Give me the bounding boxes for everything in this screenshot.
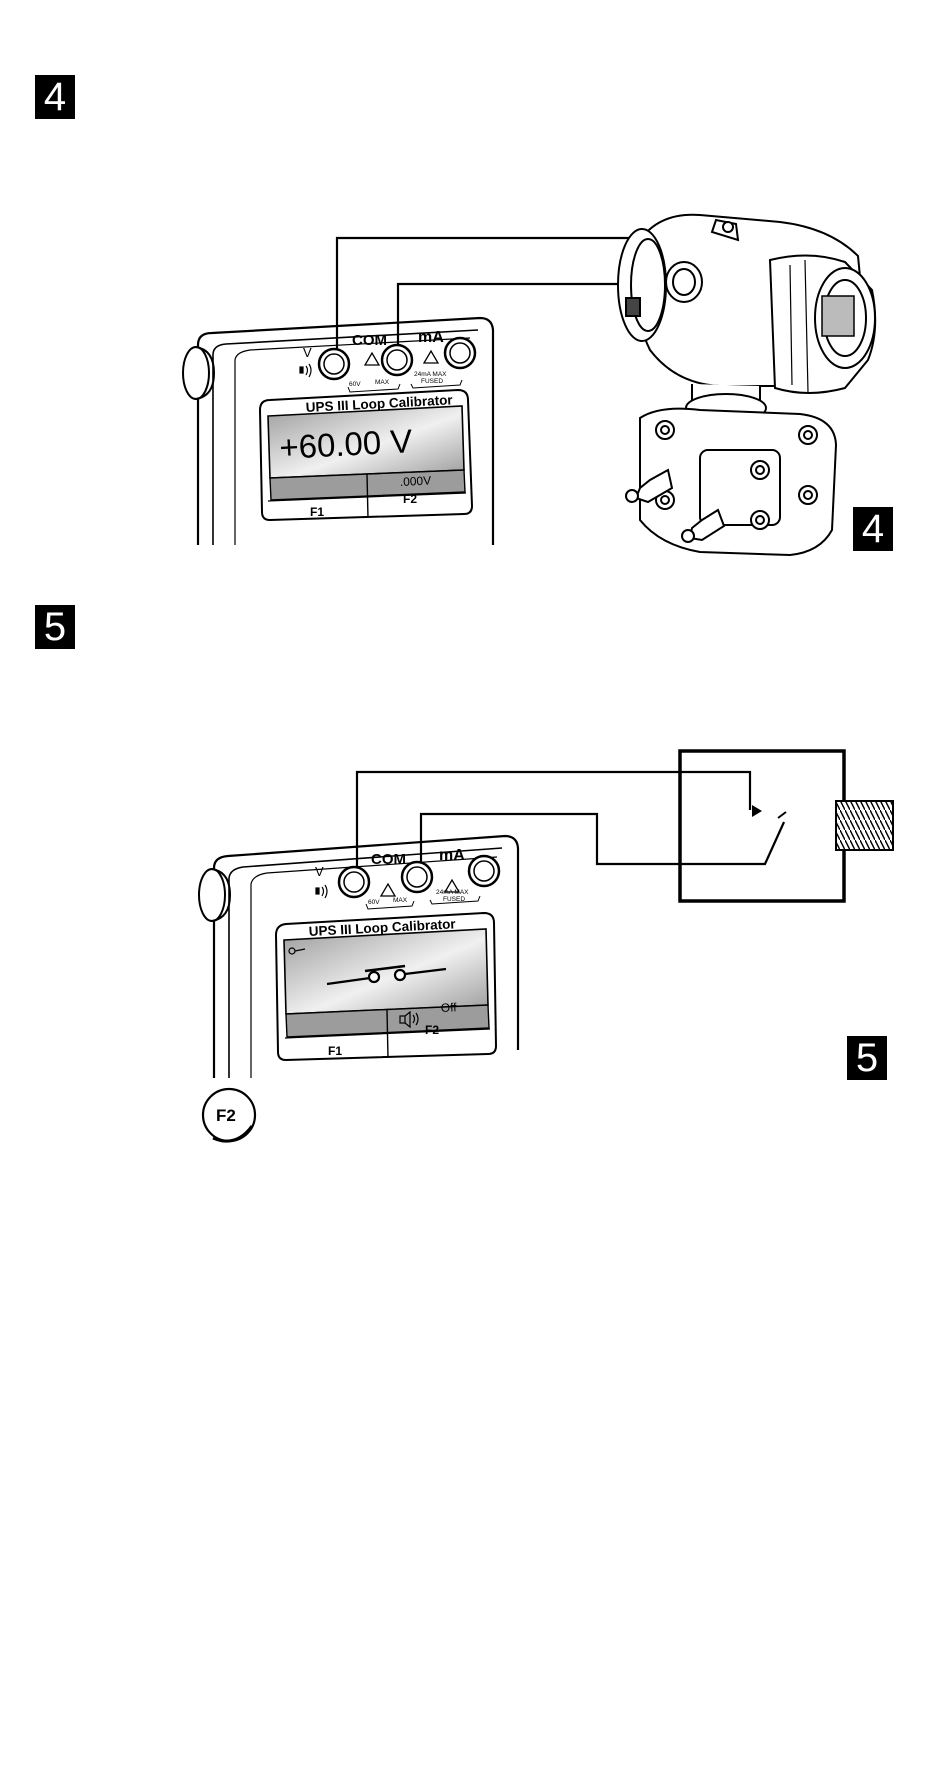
rating-v-label: 60V: [349, 381, 361, 388]
warning-icon: [365, 353, 379, 365]
rating-max-label: MAX: [375, 379, 390, 386]
softkey-f2-label: F2: [425, 1023, 439, 1037]
jack-ma: [382, 345, 412, 375]
jack-v-label: V: [315, 864, 324, 879]
rating-max-label: MAX: [393, 897, 408, 904]
display-main-value: +60.00 V: [278, 422, 413, 466]
speaker-icon: [300, 364, 311, 377]
jack-ma-5: [402, 862, 432, 892]
jack-v-5: [339, 867, 369, 897]
figure-5: [199, 751, 893, 1141]
jack-com-label: COM: [371, 851, 406, 868]
warning-icon: [424, 351, 438, 363]
lcd-screen-5: [284, 929, 488, 1014]
rating-fused-label: FUSED: [421, 378, 443, 385]
jack-v: [319, 349, 349, 379]
jack-v-label: V: [303, 345, 312, 360]
jack-com-label: COM: [352, 332, 387, 349]
pressure-transmitter: [618, 215, 875, 555]
warning-icon: [381, 884, 395, 896]
softkey-f1-label: F1: [310, 505, 324, 519]
jack-ma-label: mA: [439, 847, 465, 864]
wires-figure-5: [357, 772, 784, 868]
rating-ma-label: 24mA MAX: [436, 889, 469, 896]
display-sub-value: .000V: [399, 473, 431, 489]
softkey-f1-label: F1: [328, 1044, 342, 1058]
pressure-switch-box: [680, 751, 844, 901]
rating-fused-label: FUSED: [443, 896, 465, 903]
f2-key-label: F2: [216, 1106, 236, 1125]
speaker-icon: [316, 885, 327, 898]
rating-v-label: 60V: [368, 899, 380, 906]
jack-ma-label: mA: [418, 329, 444, 346]
jack-extra: [445, 338, 475, 368]
rating-ma-label: 24mA MAX: [414, 371, 447, 378]
softkey-f2-value: Off: [440, 1000, 457, 1015]
jack-extra-5: [469, 856, 499, 886]
softkey-f2-label: F2: [403, 492, 417, 506]
threaded-fitting: [836, 801, 893, 850]
